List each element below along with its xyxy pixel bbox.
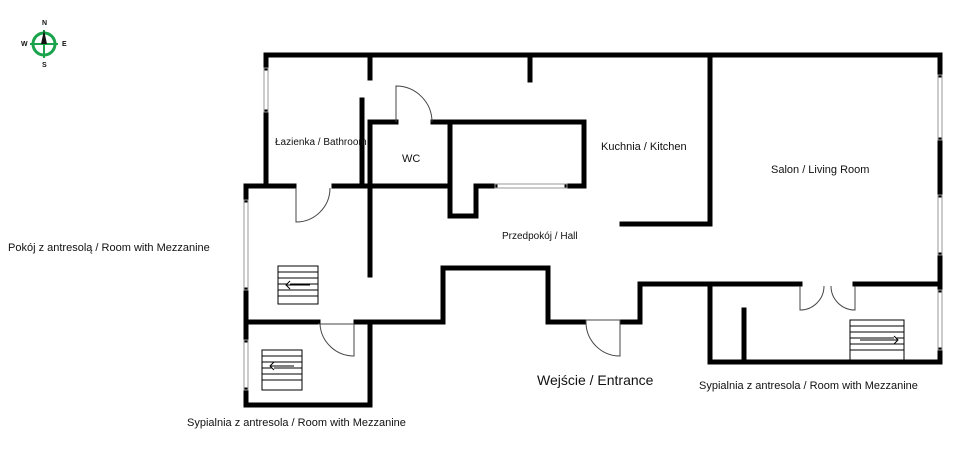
bedroom-mezzanine-right-label: Sypialnia z antresola / Room with Mezzan… — [699, 380, 918, 392]
stairs-room-mezzanine — [277, 265, 319, 305]
compass-south-label: S — [42, 62, 47, 69]
bedroom-mezzanine-left-label: Sypialnia z antresola / Room with Mezzan… — [187, 417, 406, 429]
kitchen-label: Kuchnia / Kitchen — [601, 141, 687, 153]
compass-north-label: N — [42, 20, 48, 27]
hall-label: Przedpokój / Hall — [502, 231, 578, 242]
stairs — [261, 265, 905, 391]
bathroom-label: Łazienka / Bathroom — [275, 137, 367, 148]
compass-icon — [30, 30, 58, 58]
living-room-label: Salon / Living Room — [771, 164, 870, 176]
stairs-bedroom-right — [849, 319, 905, 361]
compass-west-label: W — [21, 41, 28, 48]
compass-east-label: E — [62, 41, 67, 48]
entrance-label: Wejście / Entrance — [537, 372, 654, 388]
walls — [243, 52, 943, 408]
room-mezzanine-label: Pokój z antresolą / Room with Mezzanine — [8, 242, 210, 254]
wc-label: WC — [402, 153, 421, 165]
windows — [243, 67, 943, 391]
stairs-bedroom-left — [261, 349, 303, 391]
doors — [295, 85, 856, 357]
